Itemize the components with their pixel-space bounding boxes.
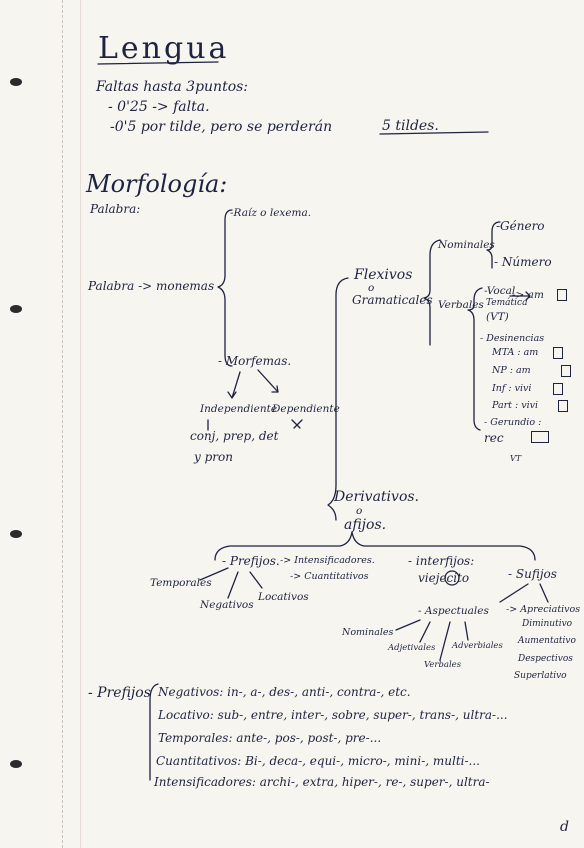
morfemas: - Morfemas. [218,354,292,368]
brace-monemas [217,209,233,367]
palabra-monemas: Palabra -> monemas [88,279,215,293]
desinencia-part: Part : vivi [492,400,539,411]
palabra-label: Palabra: [90,202,141,216]
faltas-line-1: Faltas hasta 3puntos: [96,79,249,95]
brace-verbales [467,287,483,431]
arrow-aspectuales [499,583,529,603]
genero: -Género [496,219,545,233]
tildes-underline [379,131,489,135]
prefijos-negativos: Negativos: in-, a-, des-, anti-, contra-… [158,685,411,699]
raiz-lexema: -Raíz o lexema. [230,207,312,219]
flexivos-o: o [368,282,375,294]
arrow-temporales [199,567,229,581]
amar-example: -> am [512,289,544,301]
gerundio-example: rec [484,431,504,445]
arrow-adjetivales [419,621,431,643]
derivativos: Derivativos. [334,489,420,505]
interfijo-circle [444,570,460,586]
page-title: Lengua [98,31,230,66]
prefijos-cuantitativos: Cuantitativos: Bi-, deca-, equi-, micro-… [156,754,480,768]
desinencias: - Desinencias [480,333,545,344]
box-gerundio [531,431,549,443]
arrow-to-independiente [227,371,241,399]
aumentativo: Aumentativo [518,636,576,646]
box-part [558,400,568,412]
faltas-line-3: -0'5 por tilde, pero se perderán [110,119,333,135]
despectivos: Despectivos [518,654,573,664]
arrow-verbales2 [439,621,451,661]
intensificadores: -> Intensificadores. [280,555,375,566]
arrow-to-dependiente [257,369,279,393]
prefijos: - Prefijos. [222,554,280,568]
vt-arrow [509,291,531,301]
arrow-adverbiales [464,621,469,641]
faltas-line-3-underlined: 5 tildes. [382,118,439,134]
vt-mark: VT [510,454,522,463]
indep-list-1: conj, prep, det [190,429,279,443]
locativos: Locativos [258,591,309,603]
tematica: Temática [486,298,528,308]
nominales-sufijo: Nominales [342,627,394,638]
arrow-negativos [227,571,239,599]
verbales: Verbales [438,299,484,311]
arrow-apreciativos [539,583,549,603]
box-mta [553,347,563,359]
margin-line-secondary [80,0,81,848]
brace-flexivos-derivativos [327,277,349,521]
adverbiales: Adverbiales [452,641,503,651]
brace-genero-numero [486,221,501,269]
aspectuales: - Aspectuales [418,605,489,617]
brace-prefijos-list [149,683,159,781]
dependiente: Dependiente [272,403,340,415]
nominales: Nominales [438,239,495,251]
apreciativos: -> Apreciativos [506,604,581,615]
verbales-sufijo: Verbales [424,660,462,670]
section-title: Morfología: [86,170,228,198]
temporales: Temporales [150,577,212,589]
faltas-line-2: - 0'25 -> falta. [108,99,210,115]
flexivos: Flexivos [354,267,413,283]
prefijos-list-head: - Prefijos [88,685,151,701]
negativos: Negativos [200,599,254,611]
arrow-locativos [249,571,263,589]
desinencia-np: NP : am [492,365,531,376]
box-amar [557,289,567,301]
prefijos-intensificadores: Intensificadores: archi-, extra, hiper-,… [154,775,490,789]
brace-nominales-verbales [423,239,441,346]
margin-line [62,0,64,848]
arrow-dependiente-scribble [291,419,303,429]
arrow-nominales2 [395,619,421,631]
interfijos: - interfijos: [408,554,475,568]
title-underline [97,61,219,65]
cuantitativos: -> Cuantitativos [290,571,369,582]
binder-hole [10,530,22,538]
numero: - Número [494,255,552,269]
prefijos-locativos: Locativo: sub-, entre, inter-, sobre, su… [158,708,508,722]
box-inf [553,383,563,395]
box-np [561,365,571,377]
adjetivales: Adjetivales [388,643,436,653]
interfijo-example: viejecito [418,571,470,585]
independiente: Independiente [200,403,278,415]
desinencia-mta: MTA : am [492,347,539,358]
indep-list-2: y pron [194,450,233,464]
brace-afijos [214,531,536,561]
sufijos: - Sufijos [508,567,557,581]
afijos: afijos. [344,517,387,533]
desinencia-inf: Inf : vivi [492,383,532,394]
binder-hole [10,78,22,86]
derivativos-o: o [356,505,363,517]
prefijos-temporales: Temporales: ante-, pos-, post-, pre-... [158,731,382,745]
vocal: -Vocal [484,285,516,297]
gerundio-label: - Gerundio : [484,417,542,428]
superlativo: Superlativo [514,671,567,681]
binder-hole [10,305,22,313]
vt-abbrev: (VT) [486,311,509,323]
binder-hole [10,760,22,768]
page-number: d [560,819,569,835]
diminutivo: Diminutivo [522,619,573,629]
gramaticales: Gramaticales [352,293,433,307]
